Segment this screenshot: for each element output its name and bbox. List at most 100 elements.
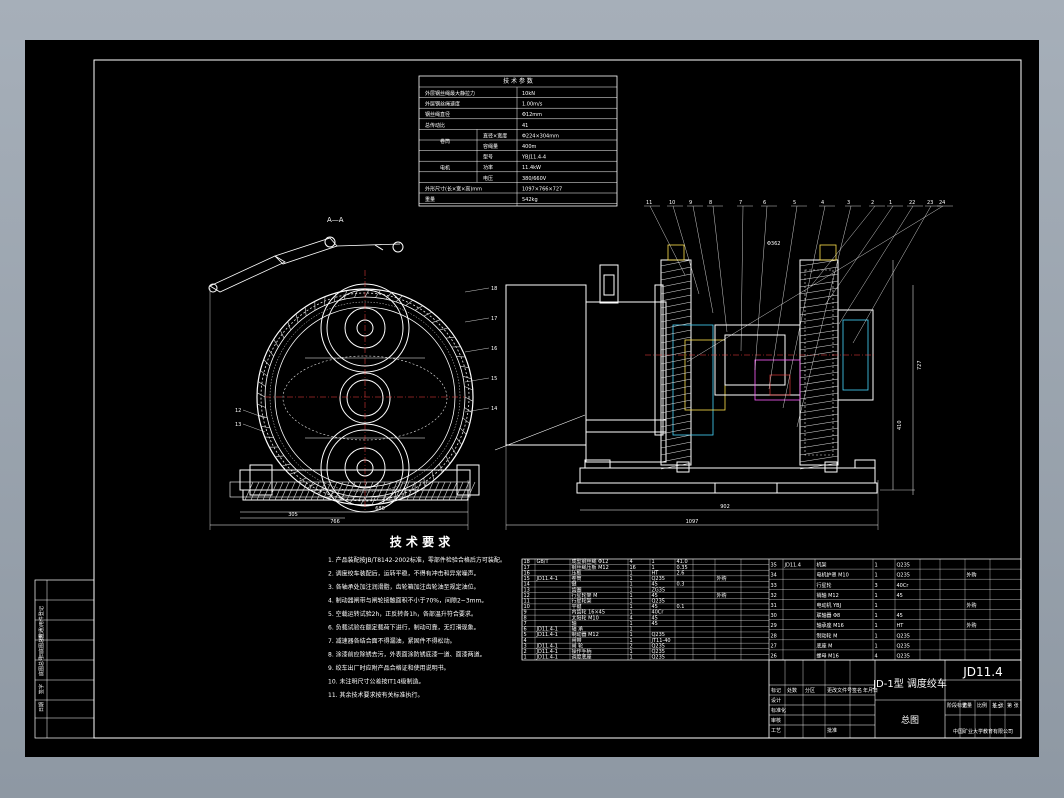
title-block-label: 标准化 [771, 707, 786, 714]
part-balloon: 1 [889, 200, 892, 206]
parts-cell: 30 [771, 613, 777, 619]
parts-cell: 32 [771, 593, 777, 599]
parts-cell: 12 [524, 593, 530, 599]
part-balloon: 18 [491, 286, 497, 292]
parts-cell: 16 [524, 570, 530, 576]
title-block: JD-1型 调度绞车 JD11.4 总图 中国矿业大学教育有限公司 1:5 标记… [768, 659, 1022, 739]
parts-cell: ZG35 [652, 587, 666, 593]
dim-1097: 1097 [686, 519, 699, 525]
part-balloon: 10 [669, 200, 675, 206]
part-balloon: 9 [689, 200, 692, 206]
title-block-label: 处数 [787, 687, 797, 694]
parts-cell: 4 [875, 653, 878, 659]
parts-cell: 1 [875, 593, 878, 599]
tech-param-label: 外层钢丝绳最大静拉力 [425, 90, 475, 97]
parts-cell: JD11.4-1 [536, 655, 558, 661]
parts-cell: 1 [652, 559, 655, 565]
part-balloon: 3 [847, 200, 850, 206]
tech-param-label: 外层钢丝绳速度 [425, 101, 460, 108]
part-balloon: 22 [909, 200, 915, 206]
parts-cell: Q235 [652, 649, 665, 655]
tech-param-label: 总传动比 [425, 122, 445, 129]
parts-cell: 6 [524, 627, 527, 633]
tech-param-value: Φ224×304mm [522, 133, 559, 139]
parts-cell: 太阳轮 M10 [572, 614, 599, 621]
parts-cell: 27 [771, 643, 777, 649]
part-balloon: 2 [871, 200, 874, 206]
parts-cell: 1 [630, 655, 633, 661]
parts-cell: 1 [875, 643, 878, 649]
parts-cell: 16 [630, 565, 636, 571]
tech-param-value: YBJ11.4-4 [521, 155, 546, 161]
parts-cell: 1 [630, 627, 633, 633]
parts-cell: JD11.4-1 [536, 627, 558, 633]
parts-cell: 29 [771, 623, 777, 629]
parts-cell: 联轴器 Φ8 [817, 612, 841, 619]
parts-cell: Q235 [652, 632, 665, 638]
tech-req-item: 6. 负载试验在额定载荷下进行，制动可靠，无打滑现象。 [328, 624, 480, 632]
parts-cell: 螺母 M16 [817, 652, 839, 659]
tech-param-label: 电压 [483, 175, 493, 182]
parts-cell: 外购 [967, 602, 977, 609]
parts-cell: 0.1 [677, 604, 685, 610]
part-balloon: 6 [763, 200, 766, 206]
part-balloon: 24 [939, 200, 945, 206]
part-balloon: 15 [491, 376, 497, 382]
tech-param-value: 542kg [522, 197, 538, 203]
parts-cell: 45 [897, 593, 903, 599]
tech-req-item: 2. 调度绞车装配后，运转平稳，不得有冲击和异常噪声。 [328, 570, 480, 578]
parts-cell: 1 [630, 593, 633, 599]
parts-cell: 卷筒 [572, 575, 582, 582]
parts-cell: JD11.4-1 [536, 649, 558, 655]
title-block-label: 更改文件号 [827, 687, 852, 694]
parts-cell: 4 [630, 559, 633, 565]
title-block-label: 阶段标记 [947, 702, 967, 709]
dim-766: 766 [330, 519, 340, 525]
parts-cell: 31 [771, 603, 777, 609]
company-name: 中国矿业大学教育有限公司 [953, 728, 1013, 735]
title-block-label: 分区 [805, 687, 815, 694]
tech-param-group: 卷筒 [440, 138, 450, 145]
parts-cell: 40Cr [652, 610, 665, 616]
tech-param-label: 外形尺寸(长×宽×高)mm [425, 185, 482, 192]
parts-cell: 33 [771, 583, 777, 589]
parts-cell: 行星轮 [817, 582, 832, 589]
parts-cell: 15 [524, 576, 530, 582]
dim-902: 902 [720, 504, 730, 510]
parts-cell: 45 [652, 604, 658, 610]
parts-cell: Q235 [652, 576, 665, 582]
parts-cell: 1 [875, 633, 878, 639]
parts-cell: 45 [652, 621, 658, 627]
title-block-label: 批准 [827, 727, 837, 734]
parts-cell: HT [652, 570, 660, 576]
parts-cell: 1 [630, 604, 633, 610]
part-balloon: 11 [646, 200, 652, 206]
tech-param-value: 10kN [522, 91, 535, 97]
parts-cell: 28 [771, 633, 777, 639]
parts-cell: Q235 [897, 573, 910, 579]
parts-cell: 5 [524, 632, 527, 638]
title-block-label: 重量 [962, 702, 972, 709]
parts-cell: 外购 [717, 575, 727, 582]
parts-cell: 钢丝绳压板 M12 [572, 564, 609, 571]
title-block-label: 审核 [771, 717, 781, 724]
tech-req-item: 4. 制动器闸带与闸轮接触面积不小于70%，间隙2~3mm。 [328, 597, 487, 605]
tech-req-item: 8. 涂漆前应除锈去污，外表面涂防锈底漆一道、面漆两道。 [328, 651, 486, 659]
parts-cell: Q235 [897, 633, 910, 639]
tech-param-value: 380/660V [522, 176, 547, 182]
parts-cell: 3 [524, 643, 527, 649]
parts-cell: 1 [630, 582, 633, 588]
tech-req-item: 3. 各轴承处加注润滑脂，齿轮箱加注齿轮油至规定油位。 [328, 583, 480, 591]
parts-cell: 成型钢丝绳 Φ12 [572, 558, 609, 565]
parts-cell: 1 [652, 565, 655, 571]
dim-305: 305 [288, 512, 298, 518]
parts-cell: 40Cr [897, 583, 910, 589]
title-block-label: 比例 [977, 702, 987, 709]
parts-cell: 机架 [817, 562, 827, 569]
parts-cell: 1 [630, 598, 633, 604]
parts-cell: 8 [524, 615, 527, 621]
